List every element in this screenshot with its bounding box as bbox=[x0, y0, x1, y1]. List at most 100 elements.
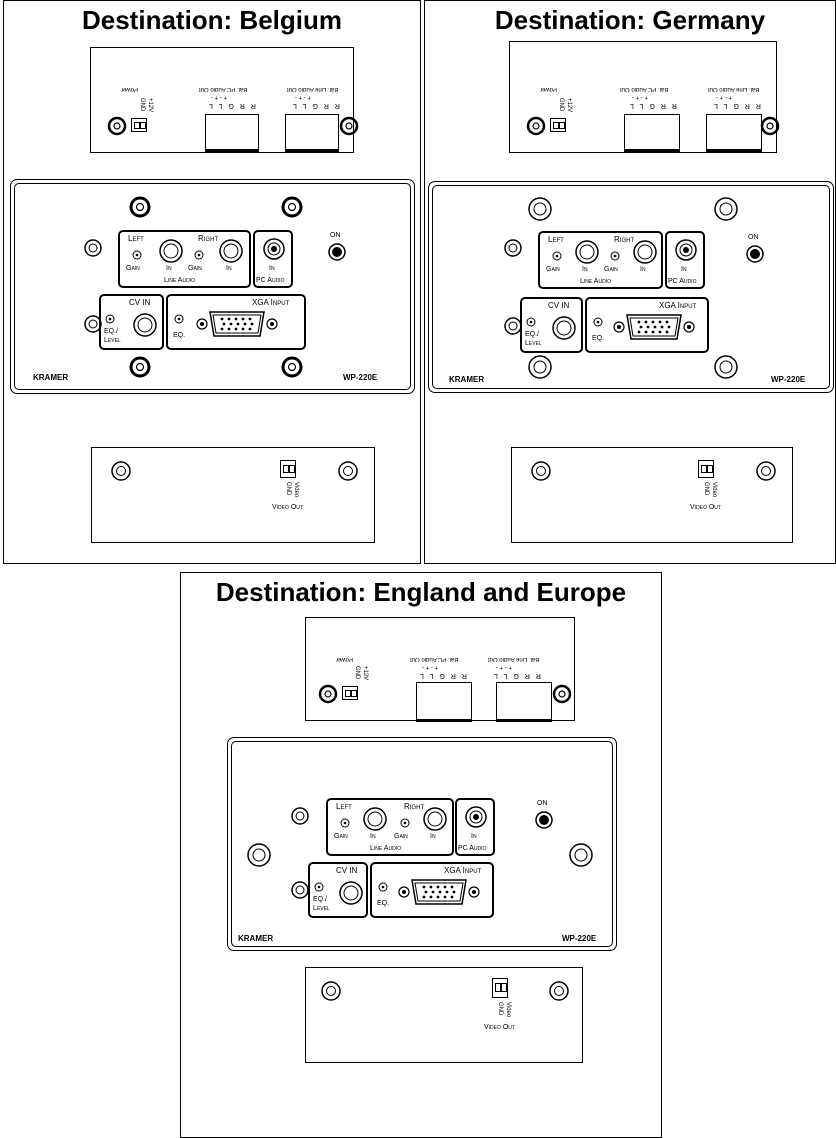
eq-knob-icon bbox=[378, 882, 388, 892]
cv-input-group: CV IN EQ./ Level bbox=[99, 294, 164, 350]
eq-level-label: Level bbox=[525, 340, 542, 347]
brand-logo: KRAMER bbox=[33, 373, 69, 382]
panel-title: Destination: Germany bbox=[494, 5, 766, 35]
right-label: Right bbox=[614, 235, 635, 244]
eq-label: EQ. bbox=[377, 900, 390, 907]
pc-audio-out-signs: + - + - bbox=[632, 94, 649, 100]
cv-in-label: CV IN bbox=[548, 301, 570, 310]
xga-input-label: XGA Input bbox=[252, 298, 290, 307]
stereo-jack-icon bbox=[675, 239, 697, 261]
rear-panel-bottom: GND Video Video Out bbox=[511, 447, 793, 543]
gain-knob-icon bbox=[132, 250, 142, 260]
line-audio-out-connector bbox=[285, 114, 339, 152]
screw-icon bbox=[760, 116, 780, 136]
screw-icon bbox=[549, 981, 569, 1001]
line-audio-group: Left Right Gain In Gain In Line Audio bbox=[326, 798, 454, 856]
model-label: WP-220E bbox=[562, 934, 597, 943]
gain-knob-icon bbox=[552, 251, 562, 261]
rca-jack-icon bbox=[339, 881, 363, 905]
brand-logo: KRAMER bbox=[449, 375, 485, 384]
gnd-label: GND bbox=[285, 482, 291, 496]
pc-audio-out-connector bbox=[416, 682, 472, 722]
gain-label: Gain bbox=[546, 266, 560, 273]
line-audio-out-connector bbox=[706, 114, 762, 152]
line-audio-label: Line Audio bbox=[370, 845, 401, 852]
mount-screw-icon bbox=[281, 356, 303, 378]
rca-jack-icon bbox=[575, 240, 599, 264]
gain-knob-icon bbox=[400, 818, 410, 828]
pc-audio-label: PC Audio bbox=[458, 845, 487, 852]
pc-audio-group: In PC Audio bbox=[665, 231, 705, 289]
xga-input-group: XGA Input EQ. bbox=[166, 294, 306, 350]
eq-level-label: EQ./ bbox=[104, 328, 119, 335]
on-led-icon bbox=[328, 243, 346, 261]
cv-input-group: CV IN EQ./ Level bbox=[308, 862, 368, 918]
xga-input-label: XGA Input bbox=[659, 301, 697, 310]
line-audio-out-letters: R R G L L bbox=[492, 672, 541, 679]
wall-plate: Left Right Gain In Gain In Line Audio In… bbox=[428, 181, 834, 393]
on-led-icon bbox=[746, 245, 764, 263]
left-label: Left bbox=[336, 802, 352, 811]
eq-knob-icon bbox=[105, 314, 115, 324]
line-audio-group: Left Right Gain In Gain In Line Audio bbox=[538, 231, 663, 289]
screw-icon bbox=[111, 461, 131, 481]
line-audio-label: Line Audio bbox=[580, 278, 611, 285]
model-label: WP-220E bbox=[771, 375, 806, 384]
gnd-label: GND bbox=[497, 1002, 503, 1016]
vga-connector-icon bbox=[613, 314, 695, 340]
power-label: Power bbox=[336, 656, 354, 662]
gain-label: Gain bbox=[334, 833, 348, 840]
panel-title: Destination: England and Europe bbox=[215, 577, 627, 607]
on-label: ON bbox=[330, 232, 341, 239]
eq-level-label: EQ./ bbox=[313, 896, 328, 903]
line-audio-out-label: Bal. Line Audio Out bbox=[488, 656, 540, 662]
xga-input-group: XGA Input EQ. bbox=[585, 297, 709, 353]
in-label: In bbox=[269, 265, 275, 272]
rca-jack-icon bbox=[133, 313, 157, 337]
power-label: Power bbox=[121, 86, 139, 92]
pc-audio-out-label: Bal. PC Audio Out bbox=[199, 86, 248, 92]
pc-audio-out-label: Bal. PC Audio Out bbox=[410, 656, 459, 662]
line-audio-out-signs: + - + - bbox=[496, 664, 513, 670]
screw-icon bbox=[291, 807, 309, 825]
right-label: Right bbox=[198, 234, 219, 243]
power-terminal-icon bbox=[342, 686, 358, 700]
pc-audio-out-connector bbox=[624, 114, 680, 152]
on-label: ON bbox=[748, 234, 759, 241]
video-terminal-icon bbox=[698, 460, 714, 478]
eq-level-label: Level bbox=[104, 337, 121, 344]
video-out-label: Video Out bbox=[484, 1024, 515, 1031]
pc-audio-out-signs: + - + - bbox=[211, 94, 228, 100]
in-label: In bbox=[226, 265, 232, 272]
video-label: Video bbox=[293, 482, 299, 498]
eq-knob-icon bbox=[314, 882, 324, 892]
screw-icon bbox=[339, 116, 359, 136]
pc-audio-out-letters: R R G L L bbox=[207, 102, 256, 109]
rear-panel-top: Power GND +12V Bal. PC Audio Out + - + -… bbox=[305, 617, 575, 722]
panel-frame-england: Destination: England and Europe Power GN… bbox=[180, 572, 662, 1138]
panel-frame-germany: Destination: Germany Power GND +12V Bal.… bbox=[424, 0, 836, 564]
rear-panel-top: Power GND +12V Bal. PC Audio Out + - + -… bbox=[90, 47, 359, 153]
rca-jack-icon bbox=[633, 240, 657, 264]
model-label: WP-220E bbox=[343, 373, 378, 382]
vga-connector-icon bbox=[196, 311, 278, 337]
screw-icon bbox=[321, 981, 341, 1001]
stereo-jack-icon bbox=[465, 806, 487, 828]
video-terminal-icon bbox=[280, 460, 296, 478]
gain-label: Gain bbox=[394, 833, 408, 840]
mount-screw-icon bbox=[247, 843, 271, 867]
power-12v-label: +12V bbox=[147, 98, 153, 113]
mount-screw-icon bbox=[528, 355, 552, 379]
xga-input-label: XGA Input bbox=[444, 866, 482, 875]
in-label: In bbox=[471, 833, 477, 840]
gain-knob-icon bbox=[194, 250, 204, 260]
cv-input-group: CV IN EQ./ Level bbox=[520, 297, 583, 353]
rear-panel-bottom: GND Video Video Out bbox=[305, 967, 583, 1063]
on-label: ON bbox=[537, 800, 548, 807]
screw-icon bbox=[526, 116, 546, 136]
screw-icon bbox=[338, 461, 358, 481]
vga-connector-icon bbox=[398, 879, 480, 905]
video-out-label: Video Out bbox=[690, 504, 721, 511]
eq-level-label: EQ./ bbox=[525, 331, 540, 338]
power-12v-label: +12V bbox=[566, 98, 572, 113]
